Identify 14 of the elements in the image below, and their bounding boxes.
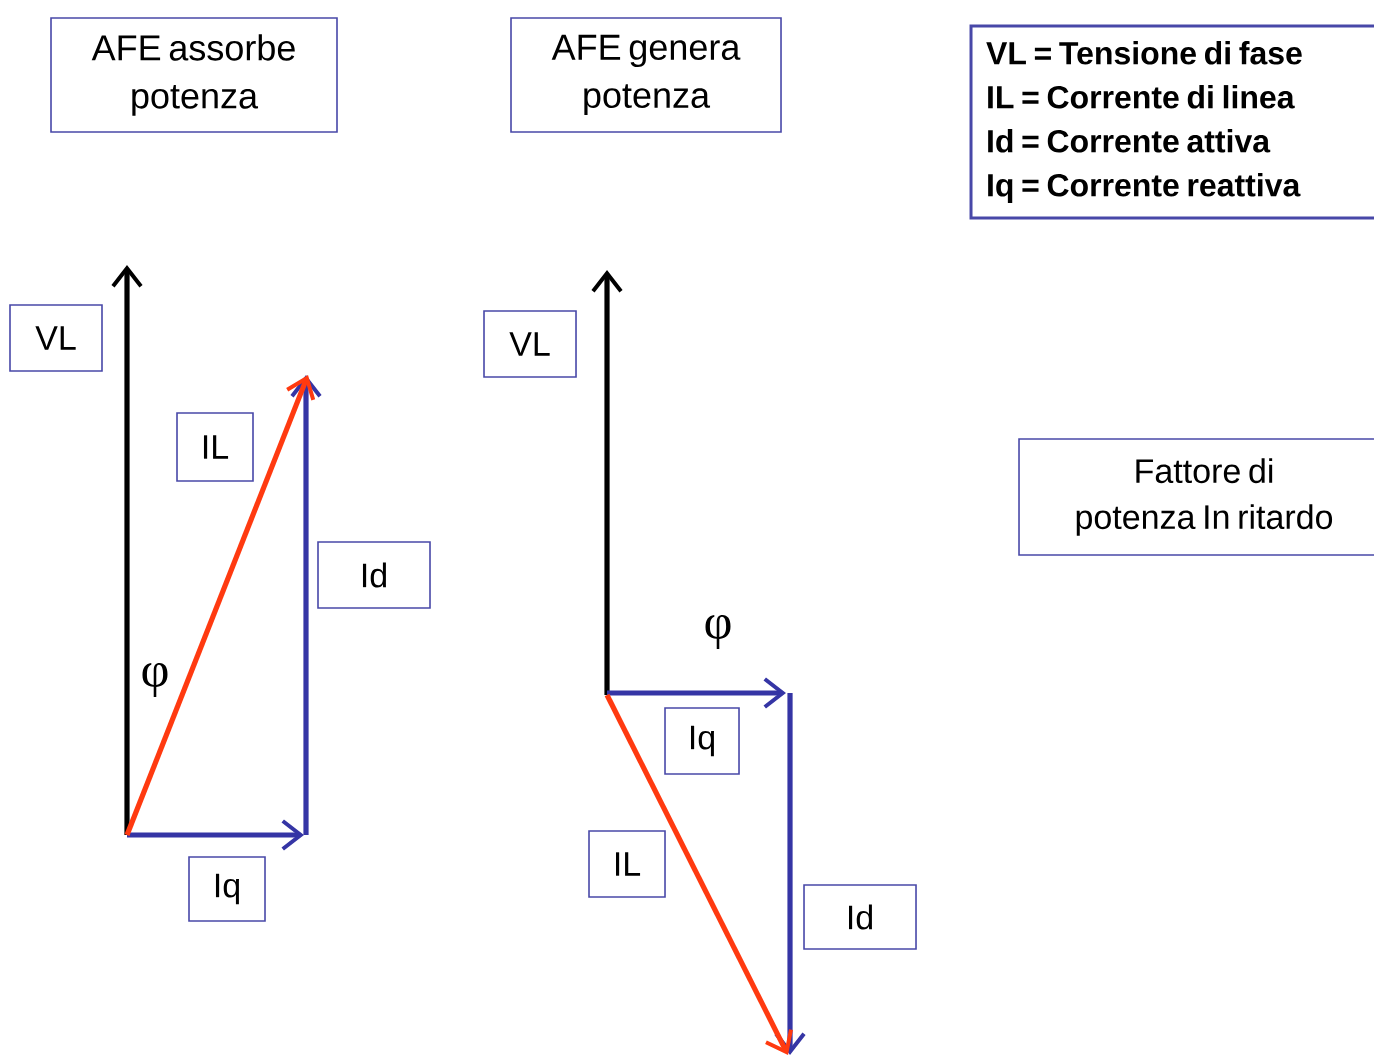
legend-box: VL = Tensione di fase IL = Corrente di linea Id = Corrente attiva Iq = Corrente reattiva: [969, 24, 1374, 220]
angle-symbol: φ: [142, 662, 168, 698]
vector-label-box: Iq: [664, 707, 740, 775]
vector-label-box: IL: [176, 412, 254, 482]
vector-label-box: Id: [317, 541, 431, 609]
angle-symbol: φ: [705, 614, 731, 650]
text-box: Fattore di potenza In ritardo: [1018, 438, 1374, 556]
vector-label-box: VL: [483, 310, 577, 378]
vector-label-box: IL: [588, 830, 666, 898]
text-box: AFE assorbe potenza: [50, 17, 338, 133]
vector-label-box: Iq: [188, 856, 266, 922]
vector-label-box: Id: [803, 884, 917, 950]
text-box: AFE genera potenza: [510, 17, 782, 133]
vector-label-box: VL: [9, 304, 103, 372]
